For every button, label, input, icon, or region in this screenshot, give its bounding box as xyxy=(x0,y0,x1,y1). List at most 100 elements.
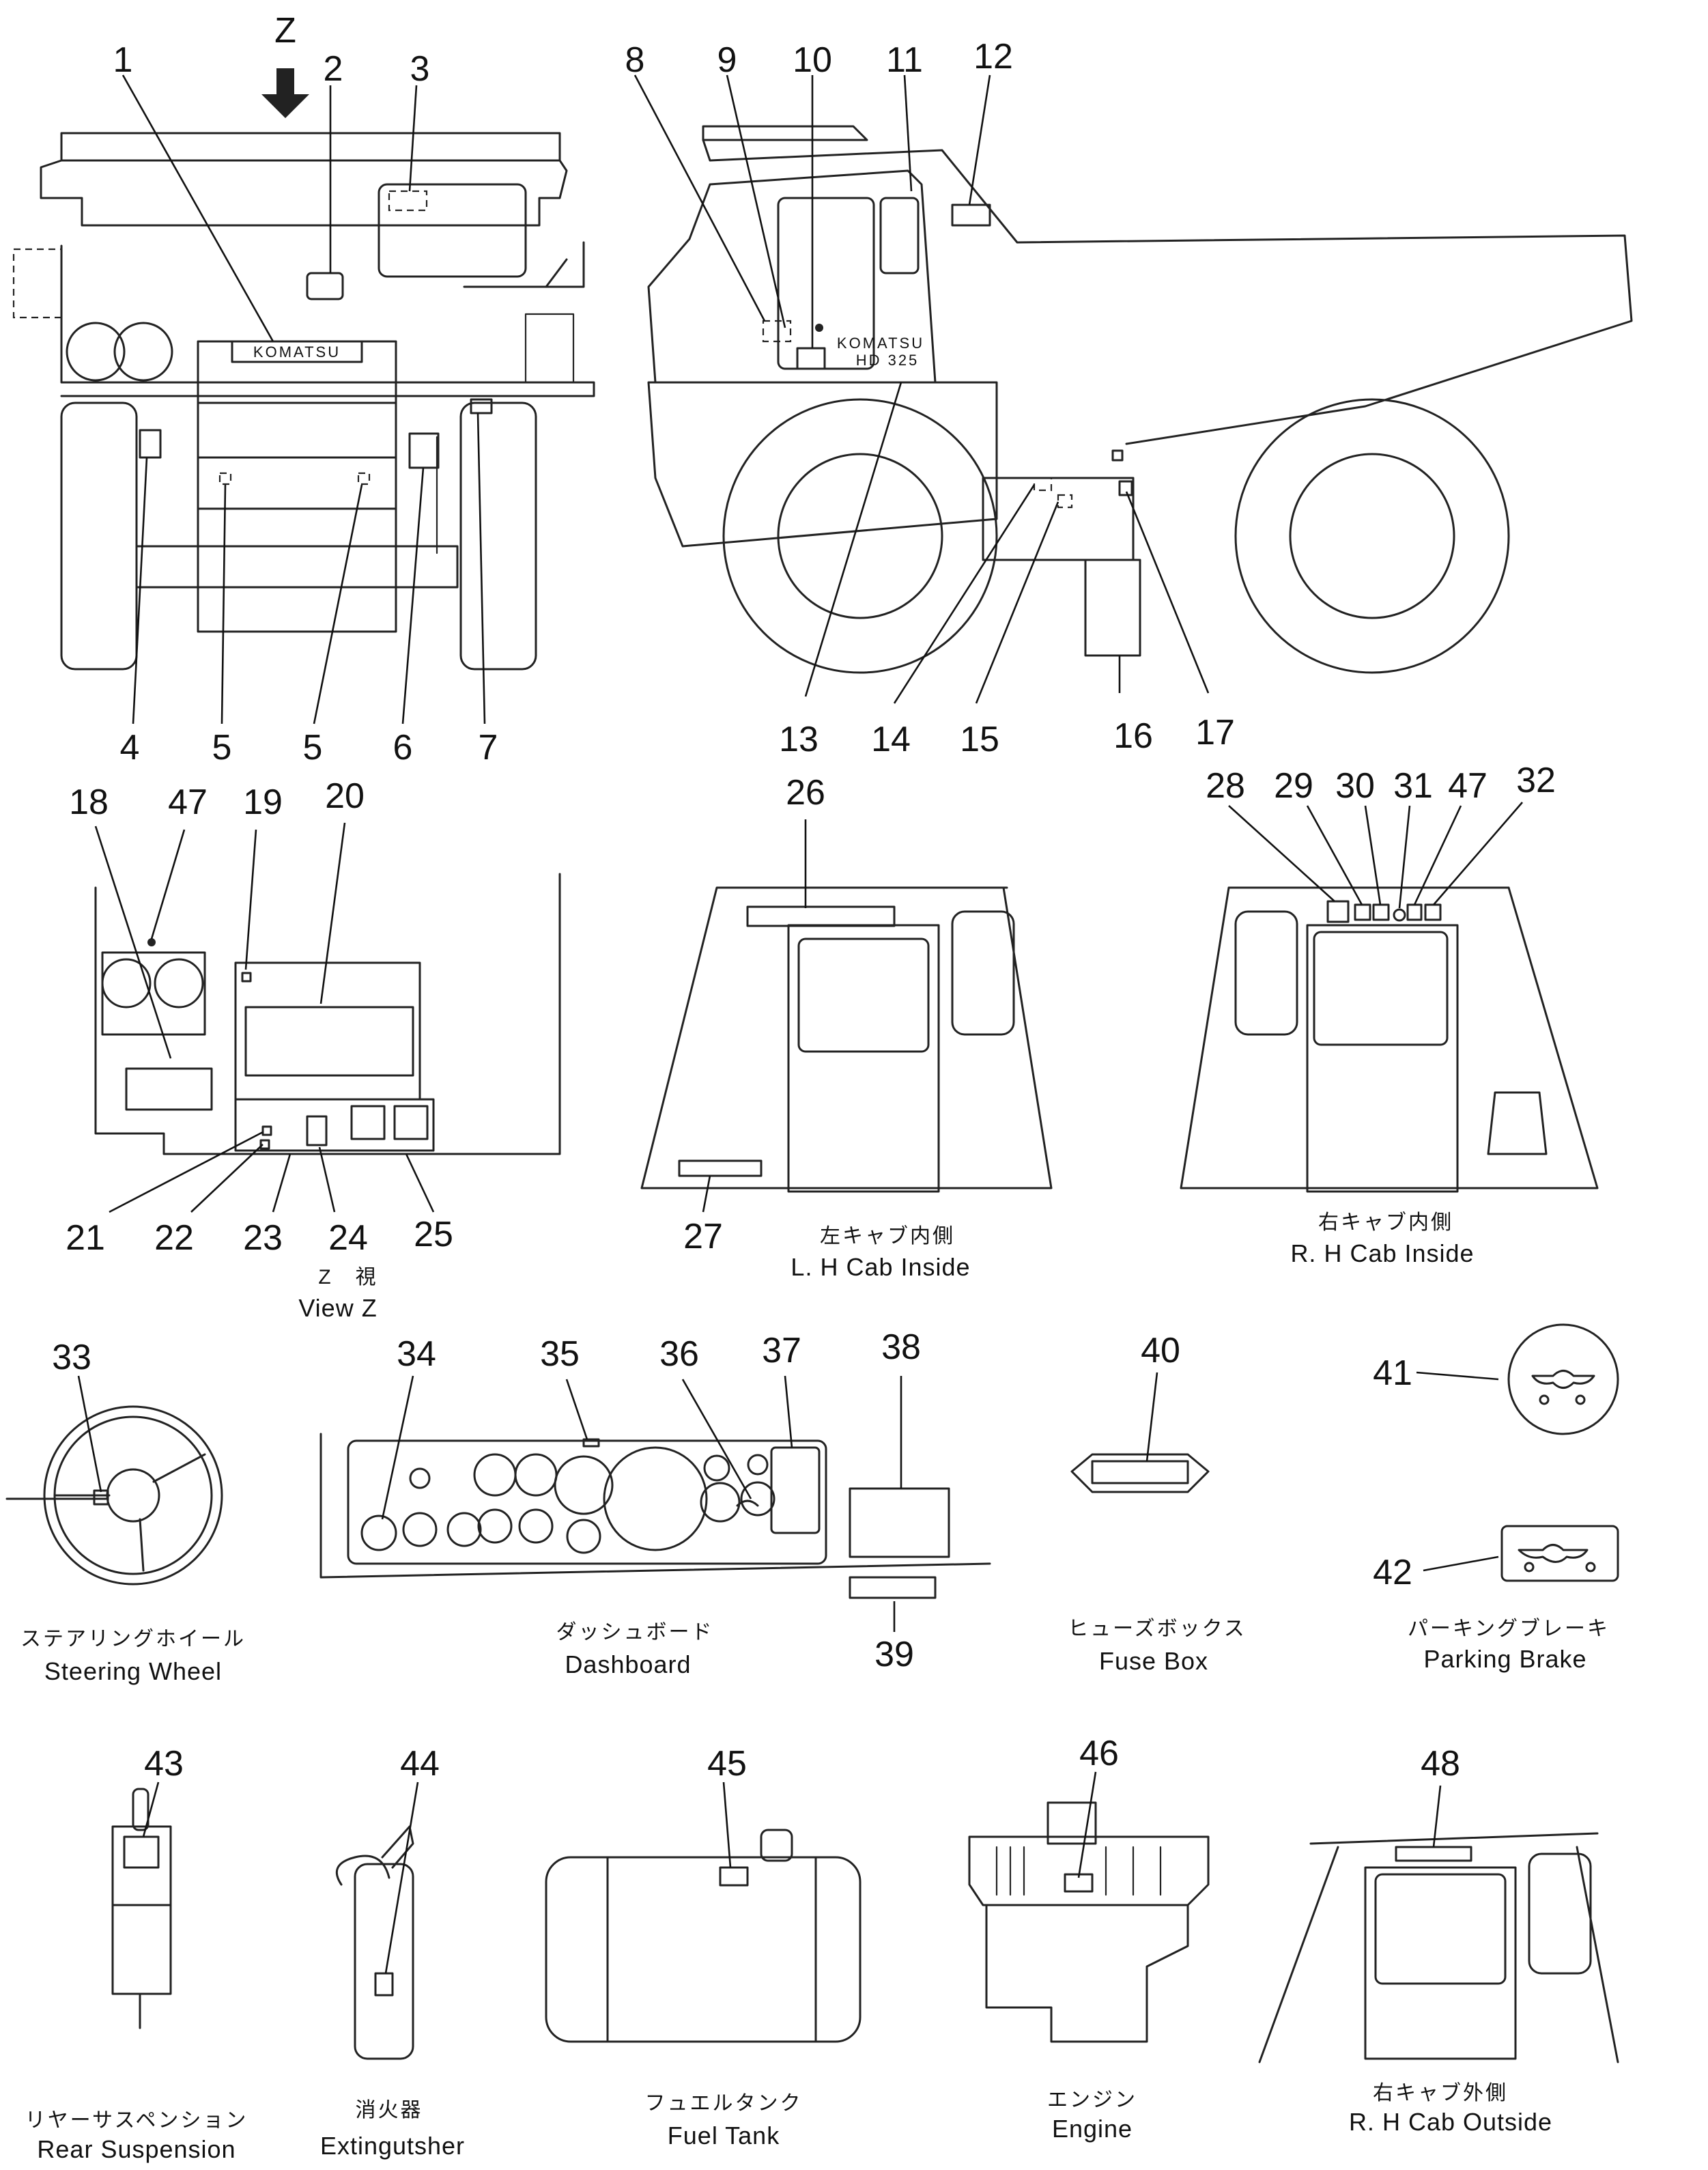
leader-18 xyxy=(94,826,172,1059)
leader-47a xyxy=(150,829,186,940)
side-decal-10 xyxy=(796,347,826,370)
dash-gauge-5 xyxy=(477,1508,513,1544)
front-decal-5-left xyxy=(218,472,232,485)
leader-43 xyxy=(142,1781,160,1837)
dash-decal-34 xyxy=(360,1514,397,1551)
caption-extinguisher-jp: 消火器 xyxy=(356,2099,423,2122)
fuse-decal-40 xyxy=(1091,1460,1189,1484)
parking-brake-detail: 41 42 パーキングブレーキ Parking Brake xyxy=(1373,1323,1619,1673)
front-logo-plate xyxy=(231,340,363,363)
part-number-31: 31 xyxy=(1393,766,1433,806)
leader-24 xyxy=(318,1146,336,1213)
part-number-12: 12 xyxy=(973,37,1013,76)
viewz-gauge-left xyxy=(101,958,152,1009)
view-z-marker: Z xyxy=(274,11,296,51)
leader-37 xyxy=(784,1375,793,1448)
viewz-decal-25a xyxy=(350,1105,386,1140)
rh-out-door-window xyxy=(1374,1873,1507,1985)
side-decal-16 xyxy=(1118,480,1133,496)
part-number-2: 2 xyxy=(324,49,343,89)
knob-dot-left xyxy=(1539,1394,1550,1405)
steering-hub xyxy=(106,1468,160,1523)
rh-out-decal-48 xyxy=(1395,1846,1472,1862)
front-frame-line xyxy=(60,244,595,397)
leader-33 xyxy=(77,1375,102,1493)
leader-5a xyxy=(220,484,227,724)
leader-41 xyxy=(1416,1371,1499,1381)
leader-34 xyxy=(381,1375,414,1520)
side-dump-body xyxy=(702,139,1633,445)
leader-19 xyxy=(244,829,257,970)
side-cab-door xyxy=(777,197,875,370)
side-decal-15 xyxy=(1057,494,1073,509)
plate-dot-left xyxy=(1524,1562,1535,1573)
side-rear-tire xyxy=(1234,398,1510,674)
part-number-27: 27 xyxy=(683,1217,723,1256)
extinguisher-decal-44 xyxy=(374,1972,394,1997)
caption-rear-susp-jp: リヤーサスペンション xyxy=(25,2109,248,2132)
caption-steering-jp: ステアリングホイール xyxy=(20,1628,246,1650)
side-mudflap xyxy=(1084,559,1141,657)
side-view-truck: KOMATSU HD 325 8 9 10 11 12 13 14 15 16 xyxy=(625,37,1633,759)
leader-14 xyxy=(893,484,1036,704)
dashboard-detail: 34 35 36 37 38 39 ダッシュボード Dashboard xyxy=(319,1327,991,1678)
part-number-47a: 47 xyxy=(168,783,208,822)
rear-suspension-detail: 43 リヤーサスペンション Rear Suspension xyxy=(25,1744,248,2163)
part-number-36: 36 xyxy=(659,1334,699,1374)
part-number-35: 35 xyxy=(540,1334,580,1374)
front-cab-railing xyxy=(463,241,585,288)
dash-gauge-11 xyxy=(740,1481,775,1517)
susp-top-rod xyxy=(132,1788,150,1831)
dash-gauge-8 xyxy=(566,1519,601,1554)
rh-cab-inside: 28 29 30 31 47 32 右キャブ内側 R. H Cab Inside xyxy=(1180,761,1599,1267)
side-hood xyxy=(647,381,998,548)
caption-rh-cab-outside-en: R. H Cab Outside xyxy=(1349,2108,1552,2136)
caption-view-z-jp: Z 視 xyxy=(318,1266,378,1288)
leader-7 xyxy=(476,412,486,724)
front-cab-window xyxy=(378,183,527,278)
caption-view-z-en: View Z xyxy=(298,1294,377,1322)
viewz-main-panel xyxy=(234,961,421,1101)
part-number-42: 42 xyxy=(1373,1553,1412,1592)
lh-cab-door-window xyxy=(797,938,930,1053)
side-canopy xyxy=(702,125,868,141)
viewz-decal-47 xyxy=(147,938,156,946)
lh-cab-inside: 26 27 左キャブ内側 L. H Cab Inside xyxy=(640,773,1053,1281)
rh-out-rear-window xyxy=(1528,1852,1592,1975)
leader-12 xyxy=(968,74,991,206)
rh-cab-door xyxy=(1306,924,1459,1193)
part-number-37: 37 xyxy=(762,1331,801,1370)
viewz-decal-19 xyxy=(241,972,252,983)
leader-46 xyxy=(1077,1771,1097,1878)
rh-decal-31 xyxy=(1393,908,1406,922)
leader-27 xyxy=(702,1175,711,1213)
leader-3 xyxy=(408,85,418,192)
rh-decal-47 xyxy=(1406,903,1423,921)
side-decal-9 xyxy=(762,320,792,343)
front-tire-left xyxy=(60,401,138,671)
leader-40 xyxy=(1145,1372,1158,1462)
engine-top-block xyxy=(968,1835,1210,1906)
dashboard-panel xyxy=(347,1439,827,1565)
viewz-decal-21 xyxy=(261,1125,272,1136)
dash-gauge-6 xyxy=(518,1508,554,1544)
dash-decal-39 xyxy=(849,1576,937,1599)
extinguisher-handle xyxy=(381,1825,414,1869)
part-number-1: 1 xyxy=(113,40,133,80)
dash-gauge-2 xyxy=(446,1512,482,1547)
caption-engine-jp: エンジン xyxy=(1047,2089,1137,2111)
lh-cab-rear-window xyxy=(951,910,1015,1036)
rh-cab-panel xyxy=(1487,1091,1548,1155)
view-direction-arrow-icon xyxy=(261,68,309,118)
side-logo-small: KOMATSU xyxy=(837,335,924,352)
fuel-decal-45 xyxy=(719,1866,749,1887)
leader-47b xyxy=(1413,805,1462,905)
caption-lh-cab-inside-jp: 左キャブ内側 xyxy=(820,1225,955,1248)
part-number-11: 11 xyxy=(886,40,923,80)
caption-fuse-jp: ヒューズボックス xyxy=(1068,1618,1247,1640)
part-number-46: 46 xyxy=(1079,1734,1119,1773)
fuse-box-detail: 40 ヒューズボックス Fuse Box xyxy=(1068,1331,1247,1675)
part-number-6: 6 xyxy=(393,728,413,767)
lh-cab-door xyxy=(787,924,940,1193)
leader-36 xyxy=(681,1379,752,1499)
